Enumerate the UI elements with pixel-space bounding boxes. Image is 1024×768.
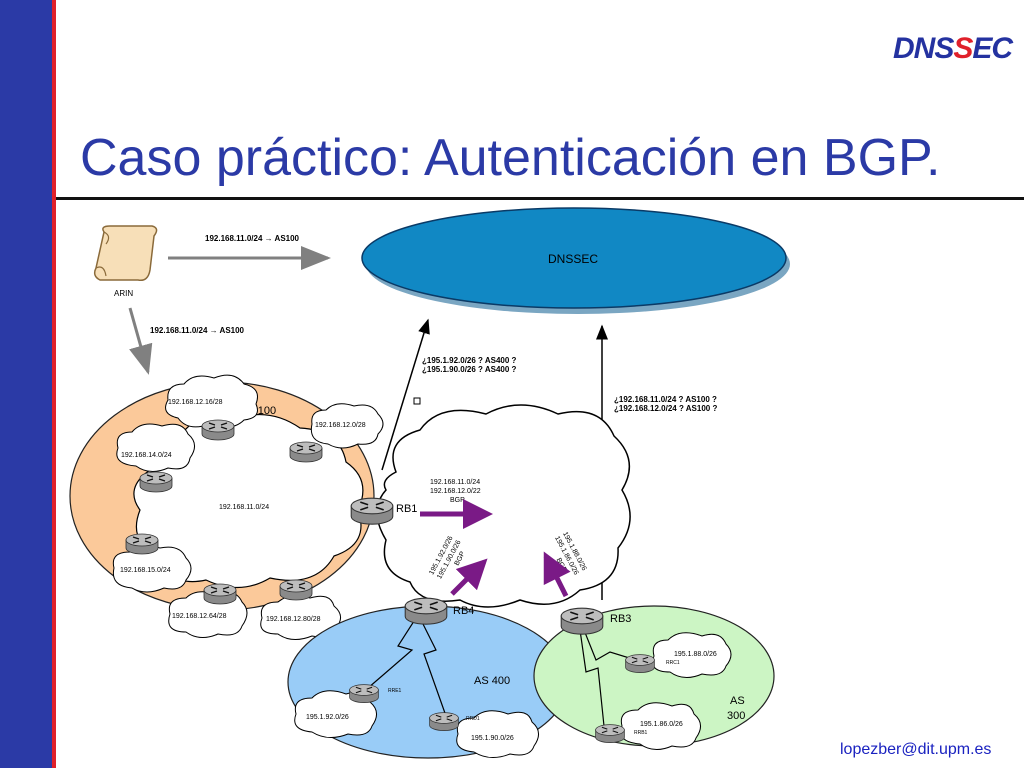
- rb4-label: RB4: [453, 605, 474, 617]
- router-icon: [203, 583, 237, 605]
- link-rb4-rre1: [367, 617, 417, 689]
- rb4-bgp-arrow: [450, 558, 488, 596]
- query-as400-line1: ¿195.1.92.0/26 ? AS400 ?: [422, 356, 517, 365]
- query-as400-arrow: [381, 318, 430, 471]
- router-icon: [289, 441, 323, 463]
- query-as400-line2: ¿195.1.90.0/26 ? AS400 ?: [422, 365, 517, 374]
- subnet-label: 192.168.14.0/24: [121, 452, 172, 459]
- arin-as100-msg: 192.168.11.0/24 → AS100: [150, 326, 245, 335]
- arin-label: ARIN: [114, 289, 133, 298]
- subnet-label: 192.168.15.0/24: [120, 567, 171, 574]
- slide-title: Caso práctico: Autenticación en BGP.: [80, 129, 941, 187]
- dnssec-label: DNSSEC: [548, 252, 598, 266]
- as100-core: 192.168.11.0/24: [219, 504, 269, 511]
- subnet-cloud: 195.1.92.0/26: [294, 690, 377, 738]
- link-rb3-rrc1: [583, 629, 637, 661]
- as300-label-2: 300: [727, 710, 745, 722]
- link-rb4-rrd1: [419, 617, 447, 717]
- rb3-label: RB3: [610, 613, 631, 625]
- router-icon: [349, 684, 379, 703]
- router-icon: [201, 419, 235, 441]
- router-icon: [560, 607, 604, 635]
- as400-label: AS 400: [474, 675, 510, 687]
- router-label: RRD1: [466, 716, 480, 722]
- subnet-label: 192.168.12.80/28: [266, 616, 321, 623]
- rb1-label: RB1: [396, 503, 417, 515]
- left-accent-bar: [0, 0, 52, 768]
- router-icon: [279, 579, 313, 601]
- subnet-cloud: 195.1.88.0/26: [652, 632, 732, 678]
- query-as100-line2: ¿192.168.12.0/24 ? AS100 ?: [614, 404, 717, 413]
- subnet-label: 195.1.86.0/26: [640, 721, 683, 728]
- subnet-cloud: 192.168.12.16/28: [165, 374, 258, 428]
- subnet-label: 195.1.90.0/26: [471, 735, 514, 742]
- arin-as100-arrow: [128, 307, 153, 375]
- link-rb3-rrb1: [579, 629, 605, 727]
- router-icon: [595, 724, 625, 743]
- title-rule: [56, 197, 1024, 200]
- subnet-cloud: 195.1.90.0/26: [456, 710, 539, 758]
- subnet-cloud: 192.168.12.80/28: [260, 595, 341, 640]
- author-email: lopezber@dit.upm.es: [840, 741, 992, 758]
- subnet-label: 195.1.92.0/26: [306, 714, 349, 721]
- router-label: RRC1: [666, 660, 680, 666]
- router-icon: [625, 654, 655, 673]
- left-accent-stripe: [52, 0, 56, 768]
- dnssec-logo: DNSSEC: [893, 32, 1013, 65]
- subnet-cloud: 192.168.14.0/24: [116, 423, 195, 472]
- router-label: RRB1: [634, 730, 648, 736]
- rb1-adv-line2: 192.168.12.0/22: [430, 488, 481, 495]
- router-icon: [125, 533, 159, 555]
- subnet-label: 192.168.12.16/28: [168, 399, 223, 406]
- router-icon: [404, 597, 448, 625]
- rb1-adv-line1: 192.168.11.0/24: [430, 479, 480, 486]
- rb1-adv-line3: BGP: [450, 497, 465, 504]
- subnet-label: 195.1.88.0/26: [674, 651, 717, 658]
- router-icon: [350, 497, 394, 525]
- router-icon: [139, 471, 173, 493]
- arin-scroll-icon: [93, 225, 158, 282]
- subnet-cloud: 195.1.86.0/26: [620, 702, 701, 750]
- as300-label-1: AS: [730, 695, 745, 707]
- router-label: RRE1: [388, 688, 402, 694]
- arin-dnssec-msg: 192.168.11.0/24 → AS100: [205, 234, 300, 243]
- query-as100-line1: ¿192.168.11.0/24 ? AS100 ?: [614, 395, 717, 404]
- router-icon: [429, 712, 459, 731]
- router-icons: [125, 419, 655, 743]
- subnet-cloud: 192.168.12.0/28: [310, 403, 384, 449]
- dnssec-ellipse: [361, 207, 787, 309]
- subnet-label: 192.168.12.64/28: [172, 613, 227, 620]
- small-marker: [413, 397, 421, 405]
- rb3-bgp-arrow: [543, 551, 571, 598]
- subnet-label: 192.168.12.0/28: [315, 422, 366, 429]
